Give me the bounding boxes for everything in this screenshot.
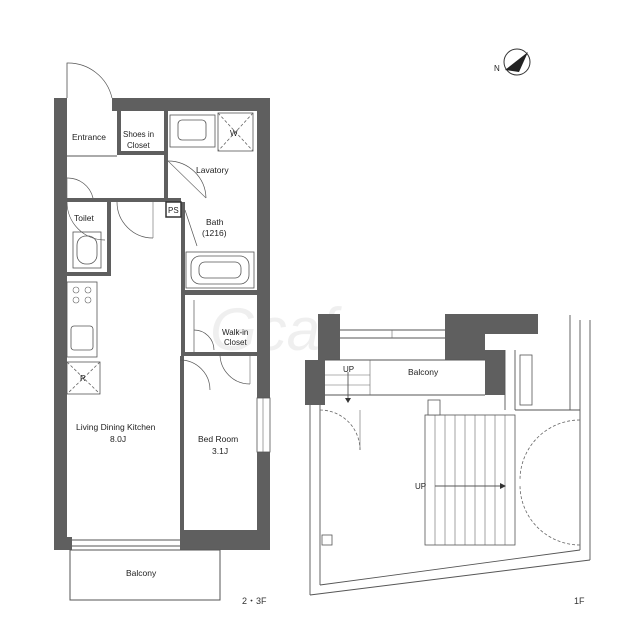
entrance-door — [66, 62, 113, 99]
room-toilet: Toilet — [74, 213, 94, 223]
room-shoes-closet-line2: Closet — [127, 141, 150, 150]
wall-south-west — [54, 537, 72, 550]
ps-box — [165, 201, 182, 218]
room-bedroom-line2: 3.1J — [212, 446, 228, 456]
wall-west — [54, 98, 67, 550]
floor-label-1f: 1F — [574, 596, 585, 606]
room-ldk-line1: Living Dining Kitchen — [76, 422, 156, 432]
plan-1f: Balcony UP UP 1F — [305, 314, 591, 606]
ps-label: PS — [168, 206, 179, 215]
room-bedroom-line1: Bed Room — [198, 434, 238, 444]
window-east — [256, 397, 271, 453]
up-label-stairs: UP — [415, 482, 426, 491]
room-balcony-2-3f: Balcony — [126, 568, 157, 578]
room-ldk-line2: 8.0J — [110, 434, 126, 444]
room-entrance: Entrance — [72, 132, 106, 142]
wall-south — [180, 530, 270, 550]
fridge-label: R — [80, 374, 86, 383]
room-bath-line2: (1216) — [202, 228, 227, 238]
wall-east-lower — [257, 452, 270, 550]
room-shoes-closet-line1: Shoes in — [123, 130, 154, 139]
room-balcony-1f: Balcony — [408, 367, 439, 377]
room-lavatory: Lavatory — [196, 165, 229, 175]
wall-east-upper — [257, 98, 270, 398]
plan-2-3f: Entrance Shoes in Closet Lavatory W Toil… — [54, 62, 271, 606]
up-label-balcony: UP — [343, 365, 354, 374]
washer-label: W — [230, 129, 238, 138]
wall-north — [112, 98, 270, 111]
room-bath-line1: Bath — [206, 217, 224, 227]
compass-icon: N — [494, 48, 531, 76]
compass-label: N — [494, 64, 500, 73]
floor-label-2-3f: 2・3F — [242, 596, 267, 606]
room-walkin-line2: Closet — [224, 338, 247, 347]
room-walkin-line1: Walk-in — [222, 328, 248, 337]
